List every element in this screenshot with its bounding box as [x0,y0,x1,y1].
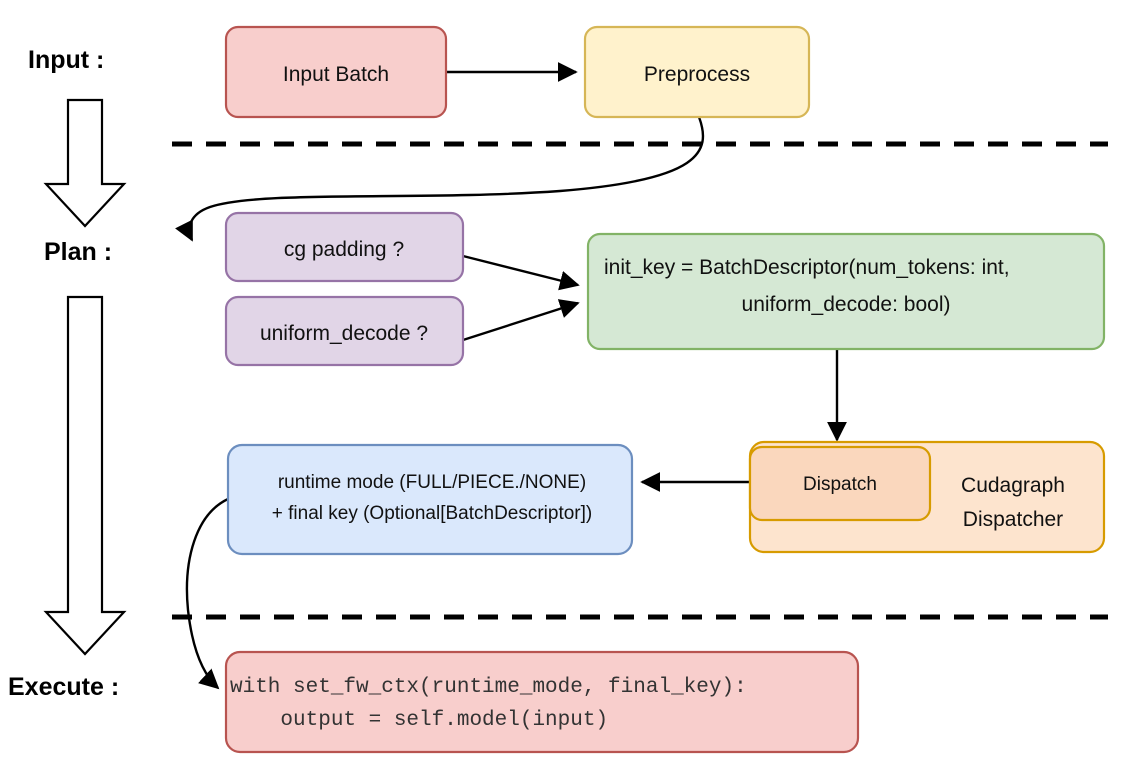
node-dispatch-shape [748,445,932,522]
node-init-key-line1: init_key = BatchDescriptor(num_tokens: i… [604,256,1010,279]
node-preprocess-label: Preprocess [644,63,750,86]
plan-to-execute-arrow [43,295,127,656]
node-dispatch-label: Dispatch [803,474,877,495]
node-input-batch-shape [224,25,448,119]
node-runtime-mode-line2: + final key (Optional[BatchDescriptor]) [272,503,593,524]
node-dispatch[interactable]: Dispatch [748,445,932,522]
node-init-key[interactable]: init_key = BatchDescriptor(num_tokens: i… [586,232,1106,351]
edge-uniform-decode-to-init-key [462,299,580,342]
node-uniform-decode-shape [224,295,465,367]
input-to-plan-arrow [43,98,127,228]
node-uniform-decode-label: uniform_decode ? [260,322,428,345]
node-cg-padding[interactable]: cg padding ? [224,211,465,283]
stage-label-input: Input : [28,46,104,74]
node-init-key-line2: uniform_decode: bool) [742,293,951,316]
edge-cg-padding-to-init-key [462,254,580,291]
node-input-batch-label: Input Batch [283,63,389,86]
node-execute-code-line1: with set_fw_ctx(runtime_mode, final_key)… [230,676,747,699]
stage-label-plan: Plan : [44,238,112,266]
node-preprocess[interactable]: Preprocess [583,25,811,119]
node-runtime-mode-shape [226,443,634,556]
node-runtime-mode-line1: runtime mode (FULL/PIECE./NONE) [278,472,586,493]
stage-label-execute: Execute : [8,673,119,701]
node-uniform-decode[interactable]: uniform_decode ? [224,295,465,367]
node-input-batch[interactable]: Input Batch [224,25,448,119]
edge-preprocess-to-cg-padding [175,116,705,242]
edge-runtime-mode-to-execute [185,497,229,690]
node-cg-padding-shape [224,211,465,283]
node-cg-padding-label: cg padding ? [284,238,404,261]
node-runtime-mode[interactable]: runtime mode (FULL/PIECE./NONE) + final … [226,443,634,556]
node-execute-code-shape [224,650,860,754]
node-execute-code-line2: output = self.model(input) [230,709,608,732]
node-init-key-shape [586,232,1106,351]
node-execute-code[interactable]: with set_fw_ctx(runtime_mode, final_key)… [224,650,860,754]
node-cudagraph-dispatcher-label-line2: Dispatcher [963,508,1063,531]
node-preprocess-shape [583,25,811,119]
node-cudagraph-dispatcher-label-line1: Cudagraph [961,474,1065,497]
